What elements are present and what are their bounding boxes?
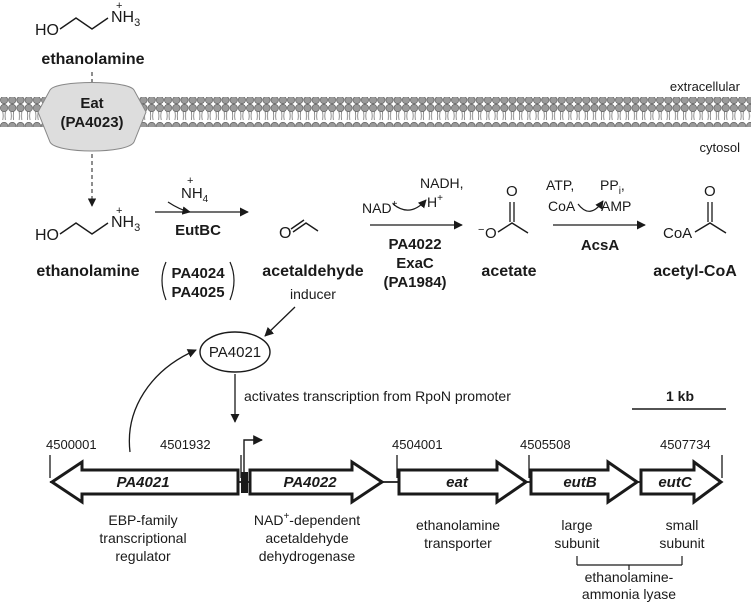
- gene-arrow-eutc: [639, 459, 724, 505]
- svg-text:subunit: subunit: [554, 535, 599, 551]
- acetaldehyde-name: acetaldehyde: [262, 263, 363, 280]
- lyase-label-line1: ethanolamine-: [585, 569, 674, 585]
- lyase-label-line2: ammonia lyase: [582, 586, 676, 602]
- svg-text:NAD+-dependent: NAD+-dependent: [254, 511, 360, 528]
- svg-text:+: +: [116, 205, 122, 217]
- coa-cofactor: CoA: [548, 198, 576, 214]
- svg-text:NH3: NH3: [111, 214, 140, 234]
- svg-text:transcriptional: transcriptional: [99, 530, 186, 546]
- expression-arrow: [128, 349, 197, 453]
- nadh-product: NADH,: [420, 175, 464, 191]
- scale-bar-label: 1 kb: [666, 388, 694, 404]
- atp-cofactor: ATP,: [546, 177, 574, 193]
- svg-text:+: +: [187, 175, 193, 187]
- gene-label-eutc: eutC: [658, 474, 693, 491]
- svg-text:O: O: [506, 183, 518, 200]
- inducer-arrow: [264, 306, 296, 337]
- ethanolamine-name: ethanolamine: [36, 263, 139, 280]
- svg-text:O: O: [485, 225, 497, 242]
- gene-arrow-eat: [397, 459, 529, 505]
- cytosol-ethanolamine-structure: HO NH3 + ethanolamine: [35, 205, 140, 280]
- extracellular-label: extracellular: [670, 79, 741, 94]
- position-4500001: 4500001: [46, 437, 97, 452]
- position-4505508: 4505508: [520, 437, 571, 452]
- gene-arrow-eutb: [529, 459, 640, 505]
- svg-text:HO: HO: [35, 227, 59, 244]
- rpon-promoter-box: [241, 472, 248, 493]
- top-ethanolamine-structure: HO NH3 + ethanolamine: [35, 0, 145, 68]
- acetaldehyde-structure: O acetaldehyde inducer: [262, 219, 364, 302]
- step-dehydrogenase: NAD+ NADH, H+ PA4022 ExaC (PA1984): [362, 175, 464, 291]
- enzyme-acsa: AcsA: [581, 237, 620, 254]
- eat-transporter-name: Eat: [80, 95, 103, 112]
- gene-arrow-pa4022: [248, 459, 385, 505]
- acetyl-coa-structure: O CoA acetyl-CoA: [653, 183, 737, 280]
- transcription-start-arrow: [243, 435, 263, 472]
- gene-bracket-right: [229, 261, 235, 301]
- enzyme-eutbc: EutBC: [175, 222, 221, 239]
- ammonium-byproduct: NH4: [181, 185, 209, 205]
- svg-text:O: O: [279, 225, 291, 242]
- gene-pa4024: PA4024: [171, 265, 225, 282]
- regulator-name: PA4021: [209, 344, 261, 361]
- top-ethanolamine-name: ethanolamine: [41, 51, 144, 68]
- svg-text:O: O: [704, 183, 716, 200]
- gene-label-eat: eat: [446, 474, 469, 491]
- ammonium-charge: +: [116, 0, 122, 12]
- gene-label-pa4021: PA4021: [116, 474, 169, 491]
- gene-bracket-left: [161, 261, 167, 301]
- gene-pa4025: PA4025: [171, 284, 224, 301]
- acetyl-coa-name: acetyl-CoA: [653, 263, 737, 280]
- acetate-name: acetate: [481, 263, 536, 280]
- gene-label-eutb: eutB: [563, 474, 597, 491]
- enzyme-exac: ExaC: [396, 255, 434, 272]
- svg-text:subunit: subunit: [659, 535, 704, 551]
- genome-map: 4500001 4501932 4504001 4505508 4507734 …: [46, 435, 724, 505]
- svg-text:transporter: transporter: [424, 535, 492, 551]
- scale-bar: 1 kb: [632, 388, 726, 410]
- svg-text:regulator: regulator: [115, 548, 171, 564]
- svg-text:CoA: CoA: [663, 225, 692, 242]
- svg-text:large: large: [561, 517, 592, 533]
- svg-text:EBP-family: EBP-family: [108, 512, 177, 528]
- nad-cofactor: NAD+: [362, 199, 398, 216]
- gene-descriptions: EBP-family transcriptional regulator NAD…: [99, 511, 704, 602]
- position-4507734: 4507734: [660, 437, 711, 452]
- ethanolamine-bonds: [59, 17, 109, 30]
- hydroxyl-label: HO: [35, 22, 59, 39]
- svg-text:−: −: [478, 224, 484, 236]
- ammonium-label: NH3: [111, 9, 140, 29]
- gene-label-pa4022: PA4022: [283, 474, 337, 491]
- position-4504001: 4504001: [392, 437, 443, 452]
- step-acsa: ATP, CoA PPi, AMP AcsA: [546, 177, 646, 254]
- cytosol-label: cytosol: [700, 140, 741, 155]
- eat-transporter-locus: (PA4023): [60, 114, 123, 131]
- enzyme-pa4022: PA4022: [388, 236, 441, 253]
- acetate-structure: O − O acetate: [478, 183, 537, 280]
- svg-text:acetaldehyde: acetaldehyde: [265, 530, 349, 546]
- svg-text:small: small: [666, 517, 699, 533]
- pa4021-regulator: PA4021: [199, 331, 271, 373]
- svg-text:dehydrogenase: dehydrogenase: [259, 548, 356, 564]
- activation-label: activates transcription from RpoN promot…: [244, 388, 511, 404]
- eat-transporter: Eat (PA4023): [37, 82, 147, 152]
- enzyme-pa1984: (PA1984): [383, 274, 446, 291]
- gene-arrow-pa4021: [49, 459, 240, 505]
- amp-product: AMP: [601, 198, 631, 214]
- inducer-label: inducer: [290, 286, 336, 302]
- svg-text:ethanolamine: ethanolamine: [416, 517, 500, 533]
- position-4501932: 4501932: [160, 437, 211, 452]
- step-eutbc: NH4 + EutBC PA4024 PA4025: [155, 175, 249, 301]
- proton-product: H+: [427, 193, 443, 210]
- ppi-product: PPi,: [600, 177, 625, 197]
